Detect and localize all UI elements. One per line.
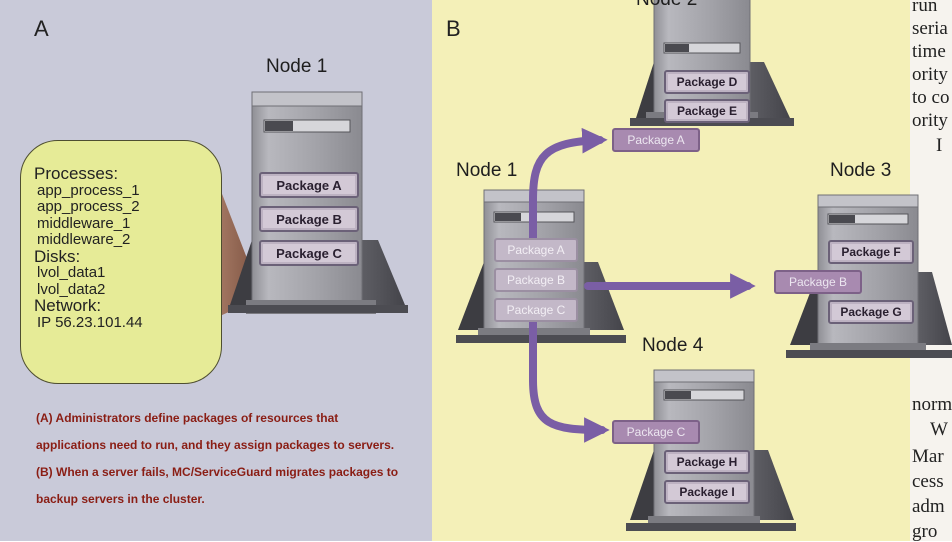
process-item: app_process_2 bbox=[37, 198, 140, 215]
article-fragment: cess bbox=[912, 471, 944, 492]
resource-bubble bbox=[20, 140, 222, 384]
article-fragment: run bbox=[912, 0, 938, 16]
arrow-to-node4 bbox=[529, 314, 610, 443]
node3-label: Node 3 bbox=[830, 160, 892, 181]
process-item: middleware_1 bbox=[37, 214, 131, 232]
process-item: middleware_2 bbox=[37, 231, 131, 248]
server-node1-a bbox=[228, 91, 408, 314]
package-a-node1: Package A bbox=[259, 172, 359, 198]
caption-line-3: (B) When a server fails, MC/ServiceGuard… bbox=[36, 465, 399, 479]
migrated-package-c: Package C bbox=[612, 420, 700, 444]
migration-arrows bbox=[529, 127, 756, 443]
network-heading: Network: bbox=[34, 296, 102, 315]
caption-line-4: backup servers in the cluster. bbox=[36, 492, 205, 506]
failed-package-c: Package C bbox=[494, 298, 578, 322]
article-fragment: adm bbox=[912, 496, 945, 517]
migrated-package-a: Package A bbox=[612, 128, 700, 152]
article-fragment: Mar bbox=[912, 446, 944, 467]
resource-list: Processes: app_process_1 app_process_2 m… bbox=[34, 164, 214, 331]
article-fragment: to co bbox=[912, 87, 950, 108]
network-item: IP 56.23.101.44 bbox=[37, 313, 143, 331]
caption-line-1: (A) Administrators define packages of re… bbox=[36, 411, 339, 425]
processes-heading: Processes: bbox=[34, 164, 119, 183]
failed-package-a: Package A bbox=[494, 238, 578, 262]
process-item: app_process_1 bbox=[37, 181, 140, 199]
article-fragment: time bbox=[912, 41, 946, 62]
article-fragment: W bbox=[930, 419, 948, 440]
caption-line-2: applications need to run, and they assig… bbox=[36, 438, 395, 452]
article-fragment: gro bbox=[912, 521, 938, 542]
migrated-package-b: Package B bbox=[774, 270, 862, 294]
package-f: Package F bbox=[828, 240, 914, 264]
package-g: Package G bbox=[828, 300, 914, 324]
article-fragment: ority bbox=[912, 110, 948, 131]
article-fragment: seria bbox=[912, 18, 948, 39]
node2-label: Node 2 bbox=[636, 0, 697, 11]
package-h: Package H bbox=[664, 450, 750, 474]
package-e: Package E bbox=[664, 99, 750, 123]
node4-label: Node 4 bbox=[642, 335, 704, 356]
package-d: Package D bbox=[664, 70, 750, 94]
node1-b-label: Node 1 bbox=[456, 160, 518, 181]
arrow-to-node2 bbox=[529, 127, 608, 242]
disk-item: lvol_data1 bbox=[37, 264, 106, 281]
panel-b-label: B bbox=[446, 16, 461, 41]
failed-package-b: Package B bbox=[494, 268, 578, 292]
package-b-node1: Package B bbox=[259, 206, 359, 232]
article-fragment: I bbox=[936, 135, 943, 156]
disk-item: lvol_data2 bbox=[37, 280, 106, 298]
article-fragment: ority bbox=[912, 64, 948, 85]
disks-heading: Disks: bbox=[34, 246, 81, 266]
article-fragment: norm bbox=[912, 394, 952, 415]
package-c-node1: Package C bbox=[259, 240, 359, 266]
package-i: Package I bbox=[664, 480, 750, 504]
panel-a-label: A bbox=[34, 16, 49, 41]
node1-a-label: Node 1 bbox=[266, 56, 328, 77]
